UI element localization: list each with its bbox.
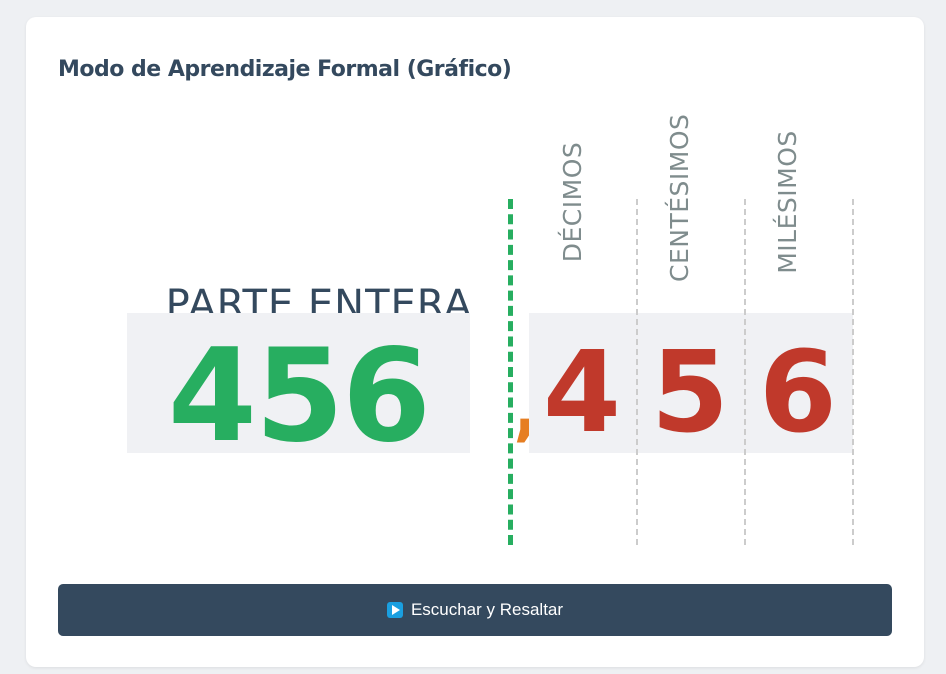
tenths-digit: 4 <box>543 328 621 458</box>
learning-card: Modo de Aprendizaje Formal (Gráfico) PAR… <box>26 17 924 667</box>
play-icon <box>386 602 403 618</box>
column-divider <box>744 199 746 545</box>
column-divider <box>852 199 854 545</box>
listen-and-highlight-button[interactable]: Escuchar y Resaltar <box>58 584 892 636</box>
decimal-separator-line <box>508 199 513 545</box>
thousandths-label: MILÉSIMOS <box>773 130 802 274</box>
decimal-comma: , <box>513 397 531 445</box>
decimal-part-box <box>529 313 853 453</box>
decimal-place-value-diagram: PARTE ENTERA 456 , DÉCIMOS CENTÉSIMOS MI… <box>26 17 924 667</box>
listen-button-label: Escuchar y Resaltar <box>410 600 564 619</box>
column-divider <box>636 199 638 545</box>
hundredths-digit: 5 <box>651 328 729 458</box>
hundredths-label: CENTÉSIMOS <box>665 113 694 282</box>
integer-part-label: PARTE ENTERA <box>165 282 473 313</box>
card-title: Modo de Aprendizaje Formal (Gráfico) <box>58 57 512 82</box>
thousandths-digit: 6 <box>759 328 837 458</box>
integer-part-number: 456 <box>167 322 431 471</box>
integer-part-box <box>127 313 470 453</box>
tenths-label: DÉCIMOS <box>558 141 587 263</box>
